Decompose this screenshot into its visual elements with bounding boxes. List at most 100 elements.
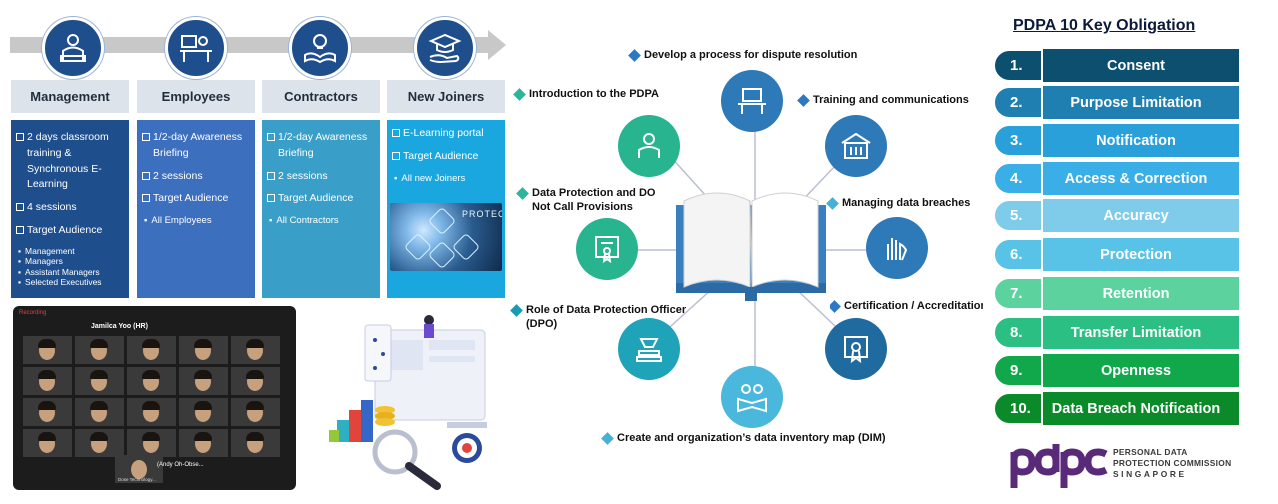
obligation-number: 9.	[993, 354, 1043, 387]
participant-tile	[231, 398, 280, 426]
obligation-label: Retention	[1031, 277, 1239, 310]
circle-dpo-icon	[618, 318, 680, 380]
participant-tile	[179, 336, 228, 364]
list-item: 1/2-day Awareness Briefing	[142, 130, 250, 162]
circle-training-icon	[825, 115, 887, 177]
list-item: ▪All Contractors	[269, 215, 339, 226]
audience-header-employees: Employees	[137, 80, 255, 113]
participant-grid	[23, 336, 280, 457]
participant-tile	[231, 336, 280, 364]
checkbox-icon	[267, 171, 275, 180]
desk-worker-icon	[165, 17, 227, 79]
topic-dpo: Role of Data Protection Officer (DPO)	[510, 303, 697, 332]
topic-training: Training and communications	[797, 93, 969, 107]
participant-subtitle: Dose Technology...	[118, 477, 156, 482]
topic-intro-pdpa: Introduction to the PDPA	[513, 87, 659, 101]
diamond-icon	[510, 304, 523, 317]
list-item: Target Audience	[142, 191, 250, 207]
circle-certificate-icon	[825, 318, 887, 380]
participant-tile	[127, 429, 176, 457]
participant-tile	[23, 336, 72, 364]
video-call-screenshot: Recording Jamilca Yoo (HR)	[13, 306, 296, 490]
graduation-hand-icon	[414, 17, 476, 79]
checkbox-icon	[16, 225, 24, 234]
checkbox-icon	[267, 194, 275, 203]
checkbox-icon	[16, 203, 24, 211]
checkbox-icon	[267, 133, 275, 141]
obligation-number: 1.	[993, 49, 1043, 82]
participant-tile	[179, 398, 228, 426]
diamond-icon	[830, 300, 841, 313]
list-item: Target Audience	[267, 191, 375, 207]
participant-tile	[231, 367, 280, 395]
audience-header-new-joiners: New Joiners	[387, 80, 505, 113]
topic-data-breaches: Managing data breaches	[826, 196, 970, 210]
obligation-label: Notification	[1031, 124, 1239, 157]
obligation-number: 10.	[993, 392, 1043, 425]
tech-image-text: PROTEC	[462, 209, 502, 219]
pdpa-title: PDPA 10 Key Obligation	[1013, 17, 1196, 34]
list-item: Selected Executives	[18, 277, 124, 288]
diamond-icon	[797, 94, 810, 107]
security-tech-image: PROTEC	[390, 203, 502, 271]
topic-data-inventory-map: Create and organization’s data inventory…	[601, 431, 886, 445]
featured-participant-name: Jamilca Yoo (HR)	[91, 323, 148, 330]
obligation-number: 2.	[993, 86, 1043, 119]
open-book-icon	[676, 192, 826, 301]
participant-tile	[75, 398, 124, 426]
obligation-label: Accuracy	[1031, 199, 1239, 232]
participant-tile	[75, 367, 124, 395]
checkbox-icon	[142, 194, 150, 203]
diamond-icon	[513, 88, 526, 101]
participant-name: (Andy Oh-Obse...	[157, 462, 204, 468]
obligation-label: Data Breach Notification	[1031, 392, 1239, 425]
obligation-label: Transfer Limitation	[1031, 316, 1239, 349]
topic-provisions: Data Protection and DO Not Call Provisio…	[516, 186, 668, 215]
teacher-icon	[42, 17, 104, 79]
progress-arrow-head	[488, 30, 506, 60]
topic-certification: Certification / Accreditation	[830, 299, 983, 313]
checkbox-icon	[392, 129, 400, 137]
circle-data-map-icon	[721, 366, 783, 428]
checkbox-icon	[142, 133, 150, 141]
list-item: ▪All Employees	[144, 215, 212, 226]
obligation-number: 6.	[993, 238, 1043, 271]
participant-tile	[231, 429, 280, 457]
participant-tile	[23, 398, 72, 426]
participant-tile	[115, 455, 163, 483]
diamond-icon	[601, 432, 614, 445]
audience-panel-employees: 1/2-day Awareness Briefing 2 sessions Ta…	[137, 120, 255, 298]
progress-arrow-bar	[10, 37, 490, 53]
list-item: Target Audience	[392, 149, 500, 165]
participant-tile	[75, 429, 124, 457]
obligation-label: Consent	[1031, 49, 1239, 82]
lightbulb-book-icon	[289, 17, 351, 79]
participant-tile	[23, 429, 72, 457]
analytics-illustration	[329, 315, 487, 490]
diamond-icon	[516, 187, 529, 200]
circle-intro-icon	[618, 115, 680, 177]
list-item: 2 sessions	[267, 169, 375, 185]
list-item: Management	[18, 246, 124, 257]
participant-tile	[23, 367, 72, 395]
diamond-icon	[628, 49, 641, 62]
list-item: 4 sessions	[16, 200, 124, 216]
circle-provisions-icon	[576, 218, 638, 280]
list-item: 1/2-day Awareness Briefing	[267, 130, 375, 162]
circle-breach-icon	[866, 217, 928, 279]
list-item: Target Audience	[16, 223, 124, 239]
lock-icon	[427, 206, 457, 236]
participant-tile	[75, 336, 124, 364]
obligation-number: 4.	[993, 162, 1043, 195]
participant-tile	[179, 367, 228, 395]
pdpc-logo	[1010, 444, 1108, 488]
